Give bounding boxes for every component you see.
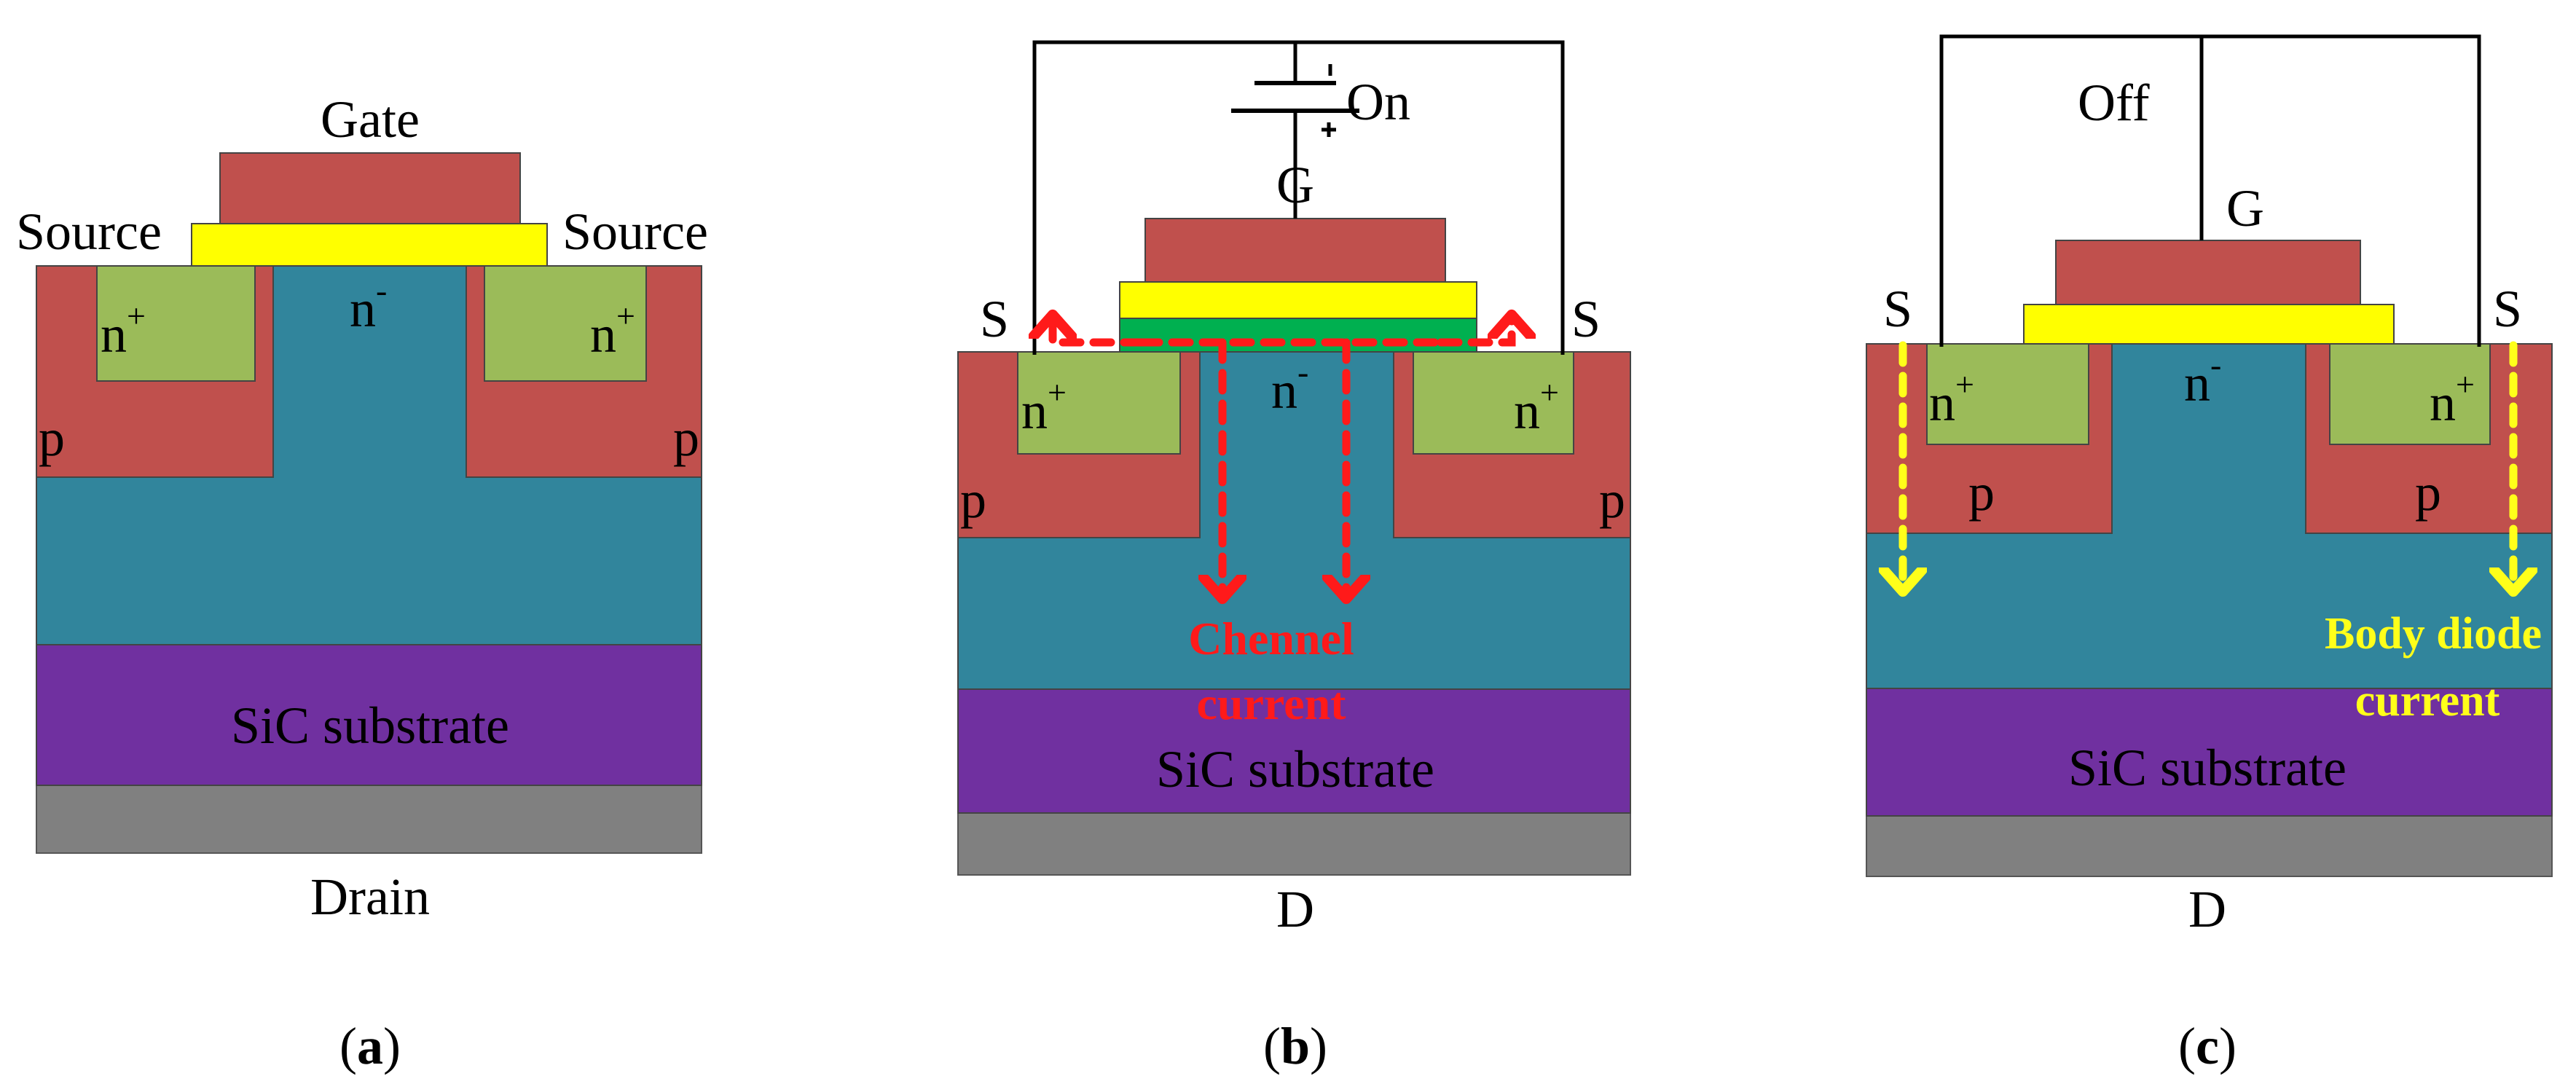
drain-label: Drain	[310, 868, 430, 926]
gate-electrode	[2055, 240, 2361, 305]
n-plus-left-label: n+	[1929, 366, 1974, 432]
metal-drain	[957, 812, 1631, 876]
battery-icon	[1231, 64, 1359, 137]
n-minus-label: n-	[1271, 353, 1308, 420]
n-plus-right	[484, 265, 647, 382]
metal-drain	[1866, 815, 2553, 877]
circuit-wire	[1032, 40, 1565, 355]
gate-electrode	[219, 152, 521, 224]
drain-label: D	[1276, 880, 1314, 938]
n-plus-right-label: n+	[590, 297, 635, 364]
gate-oxide	[1119, 281, 1477, 319]
source-left-label: S	[980, 290, 1009, 348]
source-left-label: Source	[16, 203, 162, 261]
gate-label: G	[2226, 179, 2264, 237]
substrate-label: SiC substrate	[1156, 740, 1434, 798]
n-plus-left-label: n+	[1021, 374, 1067, 440]
panel-b: On G S S n+ n+ n- p p Chennel current Si…	[957, 40, 1631, 1075]
source-right-label: Source	[562, 203, 708, 261]
drain-label: D	[2188, 880, 2226, 938]
p-right-label: p	[673, 409, 699, 467]
current-path-left-up	[1053, 315, 1146, 347]
gate-electrode	[1144, 218, 1446, 283]
body-diode-current-label-1: Body diode	[2325, 609, 2542, 659]
p-right-label: p	[2415, 463, 2441, 522]
source-right-label: S	[1571, 290, 1601, 348]
n-plus-left-label: n+	[101, 297, 146, 364]
source-left-label: S	[1883, 280, 1912, 338]
source-right-label: S	[2493, 280, 2522, 338]
current-path-right-up	[1437, 315, 1512, 347]
substrate-label: SiC substrate	[2068, 739, 2347, 797]
n-plus-right	[1413, 351, 1574, 455]
p-left-label: p	[1968, 463, 1995, 522]
substrate-label: SiC substrate	[231, 696, 509, 755]
n-plus-left	[96, 265, 256, 382]
gate-label: G	[1276, 156, 1314, 214]
body-diode-current-arrows	[1903, 341, 2513, 592]
n-plus-right	[2329, 343, 2491, 445]
sic-substrate	[36, 644, 702, 786]
n-plus-right-label: n+	[2430, 366, 2475, 432]
caption-a: (a)	[339, 1017, 401, 1075]
circuit-wire	[1939, 34, 2481, 347]
sic-substrate	[957, 688, 1631, 814]
gate-oxide	[2023, 304, 2395, 345]
off-label: Off	[2078, 74, 2150, 132]
channel-current-label-1: Chennel	[1188, 613, 1354, 664]
caption-b: (b)	[1263, 1017, 1327, 1075]
sic-substrate	[1866, 688, 2553, 817]
p-right-label: p	[1599, 471, 1625, 529]
n-minus-label: n-	[350, 272, 387, 338]
body-diode-current-label-2: current	[2355, 676, 2500, 726]
metal-drain	[36, 785, 702, 854]
gate-oxide	[191, 223, 548, 267]
on-label: On	[1346, 73, 1410, 131]
n-plus-left	[1926, 343, 2089, 445]
n-minus-label: n-	[2184, 346, 2221, 412]
caption-c: (c)	[2178, 1017, 2237, 1075]
p-left-label: p	[39, 409, 65, 467]
inversion-channel	[1119, 318, 1477, 353]
n-plus-right-label: n+	[1514, 374, 1559, 440]
panel-a: Gate Source Source n+ n+ n- p p SiC subs…	[16, 90, 708, 1075]
panel-c: Off G S S n+ n+ n- p p Body diode curren…	[1866, 34, 2553, 1075]
channel-current-arrows	[1053, 315, 1512, 599]
gate-label: Gate	[321, 90, 420, 149]
p-left-label: p	[960, 471, 986, 529]
channel-current-label-2: current	[1197, 678, 1347, 729]
n-plus-left	[1017, 351, 1181, 455]
